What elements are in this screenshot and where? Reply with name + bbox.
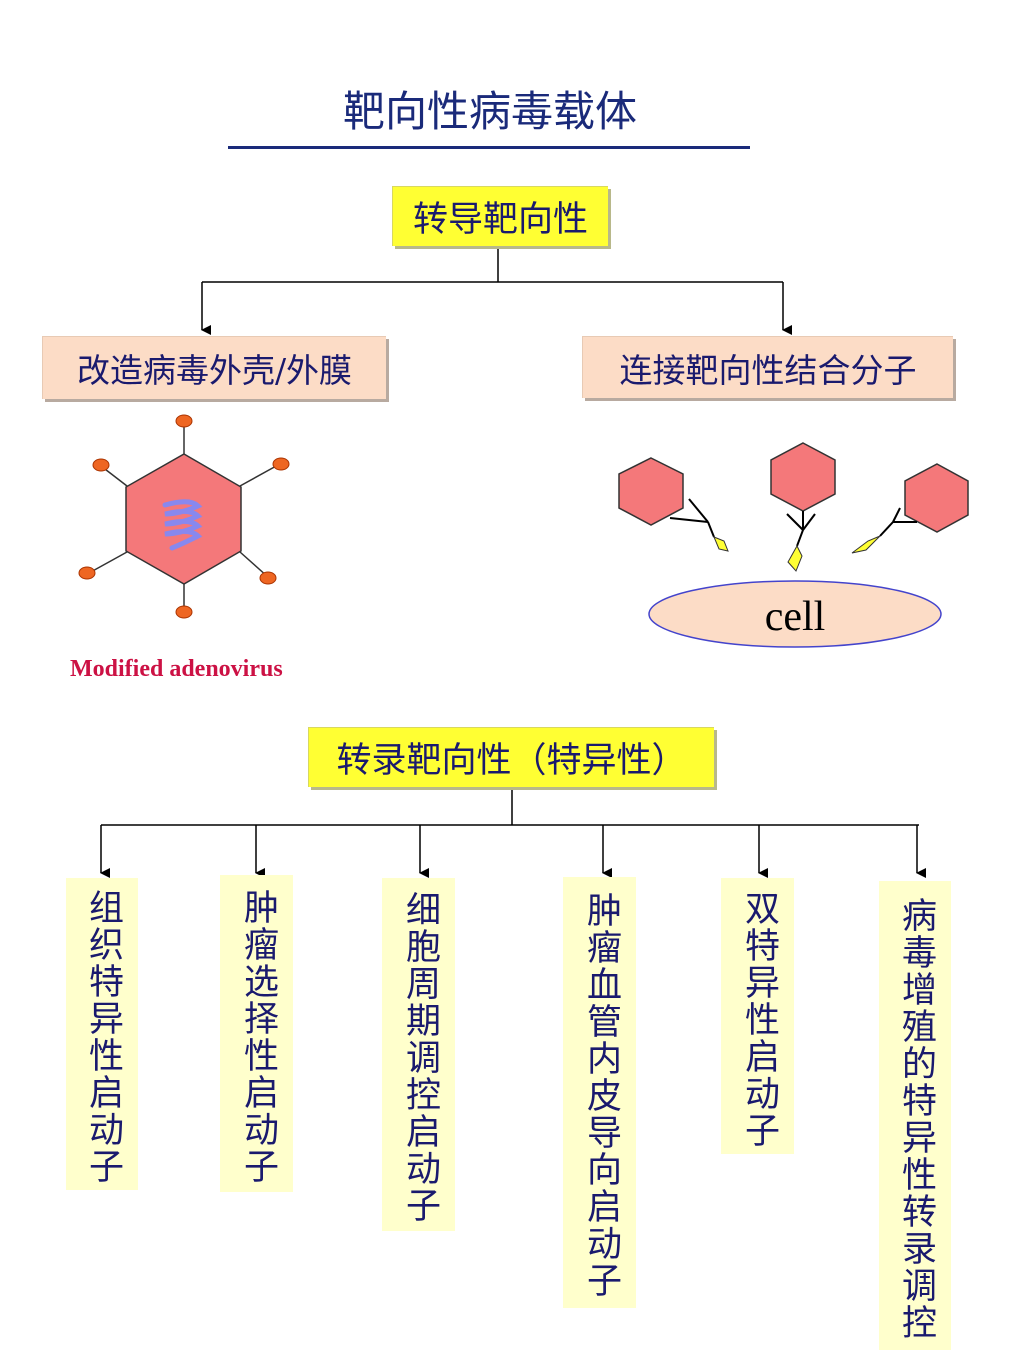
promoter-label: 肿瘤选择性启动子 bbox=[238, 888, 278, 1185]
promoter-box-tumor-vascular: 肿瘤血管内皮导向启动子 bbox=[563, 877, 636, 1308]
promoter-label: 肿瘤血管内皮导向启动子 bbox=[581, 892, 621, 1299]
transcription-targeting-box: 转录靶向性（特异性） bbox=[308, 727, 714, 787]
transcription-targeting-label: 转录靶向性（特异性） bbox=[336, 741, 687, 781]
transduction-targeting-label: 转导靶向性 bbox=[412, 200, 588, 240]
virus-hexagon-right bbox=[904, 463, 969, 533]
modify-capsid-box: 改造病毒外壳/外膜 bbox=[42, 336, 386, 399]
promoter-box-tumor-selective: 肿瘤选择性启动子 bbox=[220, 875, 293, 1192]
antibody-left bbox=[669, 498, 715, 538]
promoter-box-tissue-specific: 组织特异性启动子 bbox=[66, 878, 138, 1190]
ligand-right bbox=[851, 535, 881, 554]
promoter-label: 双特异性启动子 bbox=[739, 889, 779, 1149]
cell-ellipse bbox=[648, 580, 942, 648]
adenovirus-caption: Modified adenovirus bbox=[70, 656, 283, 682]
ligand-middle bbox=[787, 544, 803, 572]
diagram-title: 靶向性病毒载体 bbox=[342, 87, 637, 136]
promoter-label: 组织特异性启动子 bbox=[83, 889, 123, 1185]
cell-label: cell bbox=[765, 594, 826, 640]
virus-hexagon-left bbox=[618, 457, 684, 526]
antibody-middle bbox=[786, 511, 816, 547]
dna-coil-icon bbox=[162, 499, 203, 551]
binding-molecule-box: 连接靶向性结合分子 bbox=[582, 336, 953, 398]
modify-capsid-label: 改造病毒外壳/外膜 bbox=[76, 351, 353, 390]
promoter-box-cell-cycle: 细胞周期调控启动子 bbox=[382, 878, 455, 1231]
transduction-targeting-box: 转导靶向性 bbox=[392, 186, 608, 246]
ligand-left bbox=[713, 536, 729, 552]
binding-molecule-label: 连接靶向性结合分子 bbox=[619, 350, 917, 390]
virus-hexagon-middle bbox=[770, 442, 836, 512]
promoter-label: 病毒增殖的特异性转录调控 bbox=[896, 896, 936, 1341]
antibody-right bbox=[879, 507, 917, 537]
title-underline bbox=[228, 146, 750, 149]
promoter-box-dual-specific: 双特异性启动子 bbox=[721, 878, 794, 1154]
promoter-box-viral-replication: 病毒增殖的特异性转录调控 bbox=[879, 881, 951, 1350]
promoter-label: 细胞周期调控启动子 bbox=[400, 891, 440, 1224]
